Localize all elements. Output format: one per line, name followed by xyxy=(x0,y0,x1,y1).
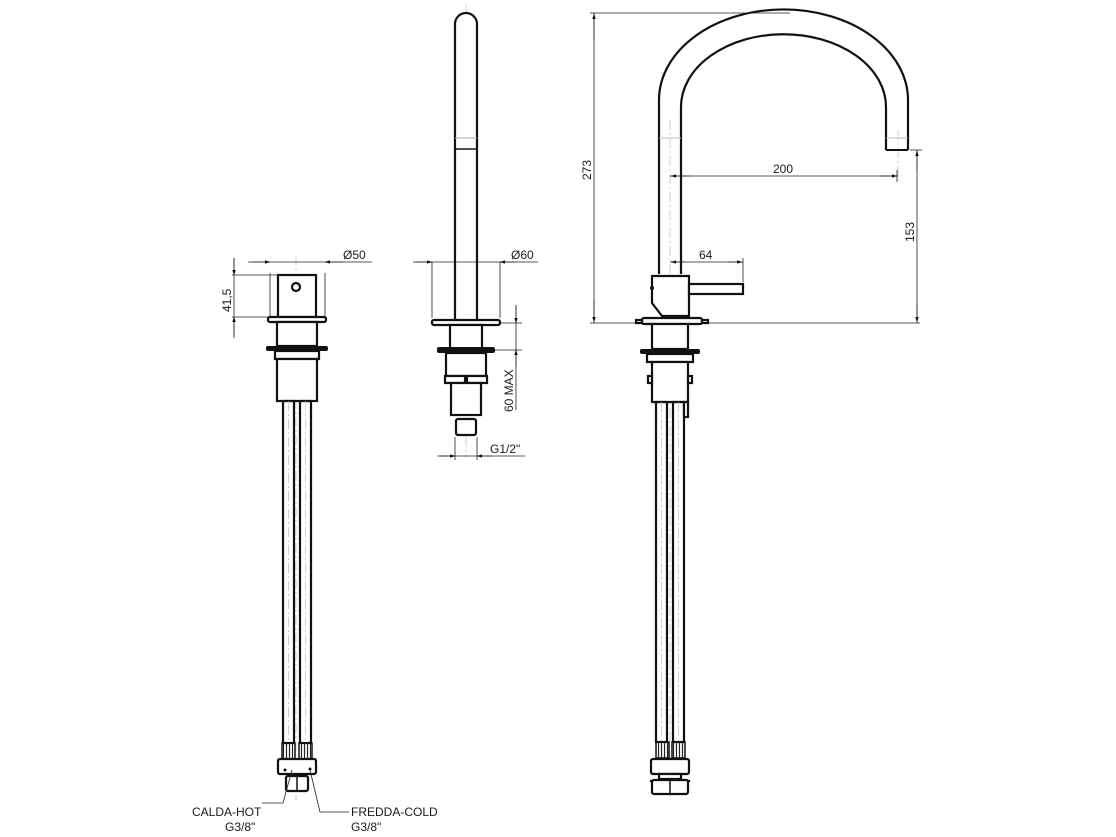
assembly-front-view: 273 200 153 64 xyxy=(580,8,922,800)
deck-thickness-label: 60 MAX xyxy=(502,369,516,412)
diameter-50-label: Ø50 xyxy=(343,248,366,262)
cold-thread-label: G3/8" xyxy=(351,820,381,834)
spout-reach-200-label: 200 xyxy=(773,162,793,176)
spout-side-view: Ø60 60 MAX G1/2" xyxy=(413,5,538,460)
hot-label: CALDA-HOT xyxy=(192,805,262,819)
thread-g1-2-label: G1/2" xyxy=(490,442,520,456)
mixer-body-view: Ø50 41,5 CALDA-HOT G3/8" FREDDA-COLD G3/… xyxy=(192,248,438,834)
outlet-height-153-label: 153 xyxy=(903,222,917,242)
hot-thread-label: G3/8" xyxy=(225,820,255,834)
lever-pivot-icon xyxy=(290,281,302,293)
lever-length-64-label: 64 xyxy=(699,248,713,262)
total-height-273-label: 273 xyxy=(580,160,594,180)
cold-label: FREDDA-COLD xyxy=(351,805,438,819)
diameter-60-label: Ø60 xyxy=(511,248,534,262)
height-41-5-label: 41,5 xyxy=(220,288,234,312)
